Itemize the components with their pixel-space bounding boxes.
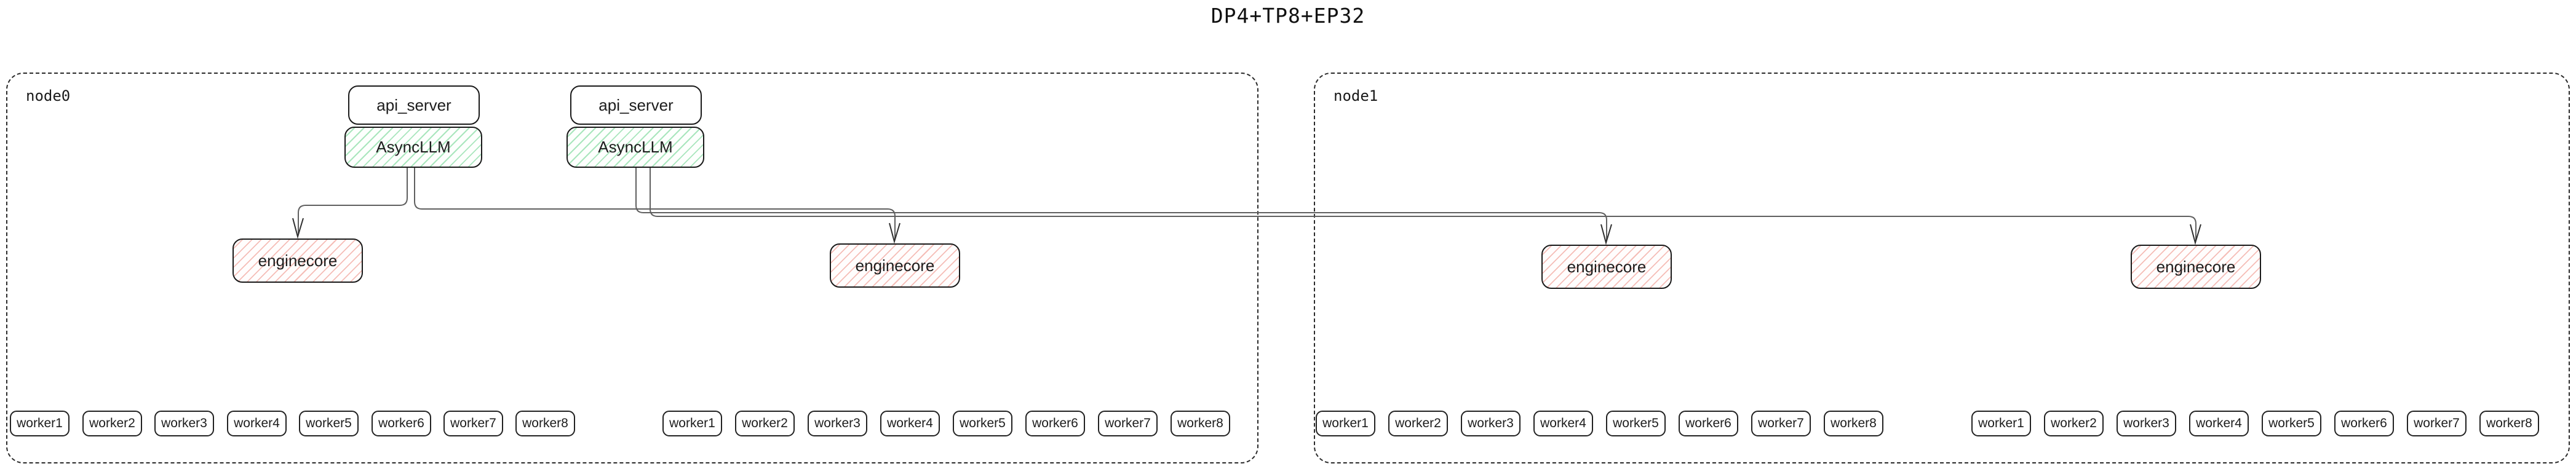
node1-container: node1 bbox=[1314, 73, 2570, 463]
node0-label: node0 bbox=[26, 87, 71, 104]
api-server-box-2: api_server bbox=[570, 85, 702, 125]
node0-container: node0 bbox=[6, 73, 1258, 463]
worker-box: worker3 bbox=[154, 411, 214, 436]
worker-box: worker4 bbox=[880, 411, 940, 436]
worker-box: worker2 bbox=[2044, 411, 2104, 436]
worker-box: worker4 bbox=[227, 411, 287, 436]
worker-box: worker6 bbox=[2334, 411, 2394, 436]
asyncllm-box-2: AsyncLLM bbox=[566, 127, 704, 168]
worker-box: worker1 bbox=[1971, 411, 2031, 436]
worker-box: worker5 bbox=[299, 411, 359, 436]
worker-box: worker6 bbox=[372, 411, 431, 436]
worker-box: worker4 bbox=[2189, 411, 2249, 436]
enginecore-box-4: enginecore bbox=[2131, 245, 2261, 289]
worker-box: worker1 bbox=[10, 411, 70, 436]
worker-box: worker8 bbox=[2479, 411, 2539, 436]
enginecore-box-3: enginecore bbox=[1541, 245, 1672, 289]
worker-box: worker2 bbox=[1388, 411, 1448, 436]
api-server-box-1: api_server bbox=[348, 85, 480, 125]
worker-box: worker7 bbox=[1751, 411, 1811, 436]
worker-box: worker7 bbox=[1098, 411, 1158, 436]
worker-box: worker3 bbox=[808, 411, 867, 436]
worker-box: worker8 bbox=[515, 411, 575, 436]
worker-box: worker6 bbox=[1679, 411, 1738, 436]
asyncllm-box-1: AsyncLLM bbox=[344, 127, 482, 168]
diagram-title: DP4+TP8+EP32 bbox=[1210, 4, 1366, 28]
enginecore-box-2: enginecore bbox=[830, 243, 960, 288]
worker-box: worker1 bbox=[1316, 411, 1375, 436]
worker-box: worker2 bbox=[82, 411, 142, 436]
worker-box: worker4 bbox=[1533, 411, 1593, 436]
worker-box: worker3 bbox=[1461, 411, 1521, 436]
worker-box: worker8 bbox=[1824, 411, 1883, 436]
worker-box: worker5 bbox=[1606, 411, 1666, 436]
worker-box: worker2 bbox=[735, 411, 795, 436]
worker-box: worker6 bbox=[1025, 411, 1085, 436]
worker-box: worker1 bbox=[662, 411, 722, 436]
worker-box: worker3 bbox=[2117, 411, 2176, 436]
node1-label: node1 bbox=[1334, 87, 1378, 104]
worker-box: worker5 bbox=[953, 411, 1012, 436]
worker-box: worker8 bbox=[1171, 411, 1230, 436]
worker-box: worker7 bbox=[443, 411, 503, 436]
worker-box: worker5 bbox=[2262, 411, 2321, 436]
enginecore-box-1: enginecore bbox=[233, 238, 363, 283]
worker-box: worker7 bbox=[2407, 411, 2467, 436]
